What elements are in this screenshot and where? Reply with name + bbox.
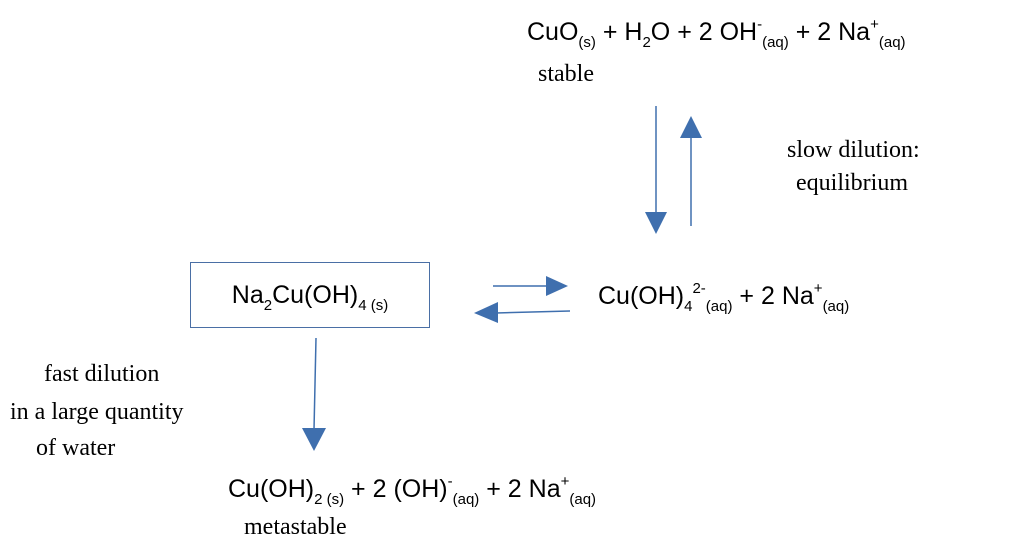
up-arrow-to-cuo — [680, 116, 702, 226]
na-subscript: 2 — [263, 296, 273, 314]
left-arrow-precipitation — [474, 302, 571, 323]
bottom-hydroxide-state: (aq) — [452, 491, 480, 508]
mid-sodium-charge: + — [813, 280, 823, 297]
box-equation: Na2Cu(OH)4 (s) — [231, 280, 388, 313]
cuo-text: CuO — [527, 18, 579, 46]
cuoh-text: Cu(OH) — [272, 280, 359, 309]
middle-equation: Cu(OH)42-(aq) + 2 Na+(aq) — [598, 281, 849, 314]
down-arrow-fast-dilution — [302, 337, 326, 451]
down-arrow-to-solution — [645, 106, 667, 234]
cuoh4-state: (aq) — [705, 298, 733, 315]
equilibrium-label: equilibrium — [796, 170, 908, 196]
cuoh2-state: 2 (s) — [314, 491, 345, 508]
cuo-state: (s) — [578, 34, 596, 51]
cuoh4-text: Cu(OH) — [598, 282, 685, 310]
bottom-sodium-state: (aq) — [569, 491, 597, 508]
water-text-h: + H — [595, 18, 643, 46]
bottom-equation: Cu(OH)2 (s) + 2 (OH)-(aq) + 2 Na+(aq) — [228, 474, 596, 507]
mid-sodium-state: (aq) — [822, 298, 850, 315]
hydroxide-state: (aq) — [762, 34, 789, 51]
bottom-hydroxide-text: + 2 (OH) — [344, 475, 448, 503]
cuoh4-charge: 2- — [692, 280, 706, 297]
slow-dilution-label: slow dilution: — [787, 137, 920, 163]
sodium-text: + 2 Na — [788, 18, 871, 46]
stable-label: stable — [538, 61, 594, 87]
top-equation: CuO(s) + H2O + 2 OH-(aq) + 2 Na+(aq) — [527, 17, 906, 50]
of-water-label: of water — [36, 435, 116, 461]
large-quantity-label: in a large quantity — [10, 399, 184, 425]
na-text: Na — [231, 280, 264, 309]
mid-sodium-text: + 2 Na — [732, 282, 814, 310]
hydroxide-text: O + 2 OH — [650, 18, 758, 46]
fast-dilution-label: fast dilution — [44, 361, 160, 387]
right-arrow-dissolution — [493, 276, 568, 296]
sodium-state: (aq) — [878, 34, 906, 51]
bottom-sodium-charge: + — [560, 473, 570, 490]
water-subscript: 2 — [642, 34, 651, 51]
bottom-hydroxide-charge: - — [447, 473, 453, 490]
hydroxide-charge: - — [757, 16, 763, 33]
cuoh2-text: Cu(OH) — [228, 475, 315, 503]
na2cuoh4-box: Na2Cu(OH)4 (s) — [190, 262, 430, 328]
cuoh-subscript: 4 (s) — [358, 296, 389, 314]
cuoh4-subscript: 4 — [684, 298, 693, 315]
bottom-sodium-text: + 2 Na — [479, 475, 561, 503]
sodium-charge: + — [870, 16, 879, 33]
